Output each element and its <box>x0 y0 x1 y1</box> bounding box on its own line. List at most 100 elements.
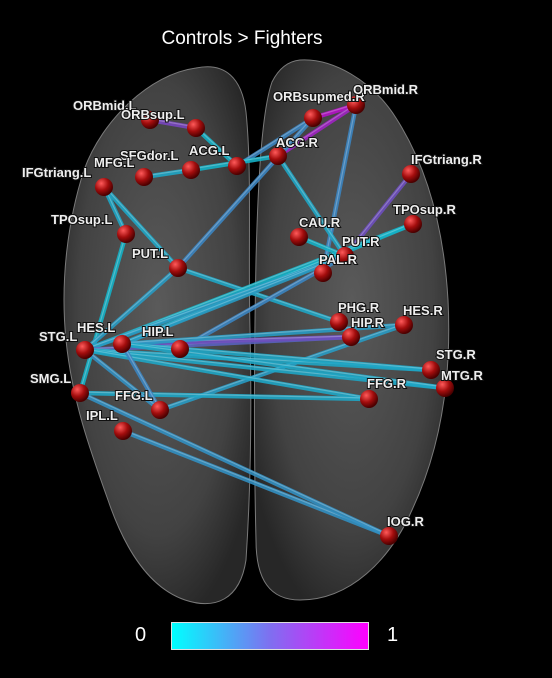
node-PUT.R <box>336 247 354 265</box>
node-IFGtriang.L <box>95 178 113 196</box>
node-label: CAU.R <box>299 215 341 230</box>
node-SFGdor.L <box>182 161 200 179</box>
edge-IFGtriang.R-PUT.R <box>342 171 414 259</box>
node-IPL.L <box>114 422 132 440</box>
node-label: PUT.R <box>342 234 380 249</box>
node-ORBsup.L <box>187 119 205 137</box>
edge-highlight <box>84 348 161 410</box>
node-label: IPL.L <box>86 408 118 423</box>
node-label: FFG.R <box>367 376 407 391</box>
node-label: SFGdor.L <box>120 148 179 163</box>
node-label: HIP.L <box>142 324 174 339</box>
edge-ACG.R-PUT.R <box>275 153 348 259</box>
node-STG.L <box>76 341 94 359</box>
node-label: PUT.L <box>132 246 168 261</box>
edge-highlight <box>121 254 346 344</box>
edge-highlight <box>177 116 314 268</box>
node-SMG.L <box>71 384 89 402</box>
node-MTG.R <box>436 379 454 397</box>
node-label: HES.L <box>77 320 115 335</box>
node-TPOsup.R <box>404 215 422 233</box>
node-label: ACG.L <box>189 143 230 158</box>
node-label: IFGtriang.L <box>22 165 91 180</box>
edge-TPOsup.L-SMG.L <box>77 231 129 396</box>
node-HIP.R <box>342 328 360 346</box>
edge-ORBsupmed.R-ACG.L <box>234 115 316 169</box>
node-STG.R <box>422 361 440 379</box>
node-CAU.R <box>290 228 308 246</box>
node-ORBsupmed.R <box>304 109 322 127</box>
edge-HES.L-FFG.L <box>119 341 163 413</box>
edge-highlight <box>121 323 405 344</box>
node-IOG.R <box>380 527 398 545</box>
node-PHG.R <box>330 313 348 331</box>
node-label: IOG.R <box>387 514 424 529</box>
node-FFG.L <box>151 401 169 419</box>
node-HES.L <box>113 335 131 353</box>
node-ACG.L <box>228 157 246 175</box>
node-label: ORBmid.L <box>73 98 137 113</box>
node-label: IFGtriang.R <box>411 152 482 167</box>
edge-layer <box>77 102 448 539</box>
node-HES.R <box>395 316 413 334</box>
edge-PUT.R-HES.L <box>119 253 348 347</box>
edge-highlight <box>79 391 390 536</box>
node-label: HES.R <box>403 303 443 318</box>
edge-ORBmid.R-ACG.R <box>275 102 359 159</box>
node-label: PHG.R <box>338 300 380 315</box>
edge-PUT.L-STG.L <box>82 265 181 353</box>
node-label: HIP.R <box>351 315 385 330</box>
page-title: Controls > Fighters <box>161 28 323 49</box>
node-label: ORBmid.R <box>353 82 419 97</box>
node-label: STG.R <box>436 347 476 362</box>
edge-HES.R-HES.L <box>119 322 407 347</box>
edge-ACG.L-ORBsup.L <box>193 125 240 169</box>
edge-IPL.L-IOG.R <box>120 428 392 539</box>
edge-IFGtriang.L-PUT.L <box>101 184 181 271</box>
node-ORBmid.R <box>347 96 365 114</box>
edge-highlight <box>177 266 340 322</box>
node-label: ACG.R <box>276 135 319 150</box>
edge-ORBmid.R-PAL.R <box>320 102 359 276</box>
edge-highlight <box>277 154 346 256</box>
colorbar-max-label: 1 <box>387 624 399 646</box>
edge-highlight <box>236 116 314 166</box>
colorbar-min-label: 0 <box>135 624 147 646</box>
node-IFGtriang.R <box>402 165 420 183</box>
node-MFG.L <box>135 168 153 186</box>
node-ORBmid.L <box>141 111 159 129</box>
edge-highlight <box>84 266 179 350</box>
node-label: ORBsupmed.R <box>273 89 365 104</box>
edge-highlight <box>121 342 161 410</box>
edge-FFG.R-SMG.L <box>77 390 372 402</box>
edge-SMG.L-IOG.R <box>77 390 392 539</box>
node-label: STG.L <box>39 329 77 344</box>
colorbar <box>171 622 369 650</box>
edge-highlight <box>84 254 346 350</box>
edge-STG.L-FFG.L <box>82 347 163 413</box>
node-PAL.R <box>314 264 332 282</box>
node-label: TPOsup.L <box>51 212 112 227</box>
node-label: SMG.L <box>30 371 71 386</box>
node-PUT.L <box>169 259 187 277</box>
edge-highlight <box>84 348 370 399</box>
node-TPOsup.L <box>117 225 135 243</box>
edge-ORBsupmed.R-PUT.L <box>175 115 316 271</box>
edge-highlight <box>79 232 127 393</box>
node-ACG.R <box>269 147 287 165</box>
edge-highlight <box>344 172 412 256</box>
node-label: ORBsup.L <box>121 107 185 122</box>
node-label: MTG.R <box>441 368 483 383</box>
edge-highlight <box>103 185 179 268</box>
node-label: TPOsup.R <box>393 202 456 217</box>
node-FFG.R <box>360 390 378 408</box>
node-label: MFG.L <box>94 155 134 170</box>
edge-PUT.L-PHG.R <box>175 265 342 325</box>
node-HIP.L <box>171 340 189 358</box>
node-label: PAL.R <box>319 252 358 267</box>
edge-highlight <box>79 391 370 399</box>
edge-highlight <box>277 103 357 156</box>
edge-highlight <box>322 103 357 273</box>
